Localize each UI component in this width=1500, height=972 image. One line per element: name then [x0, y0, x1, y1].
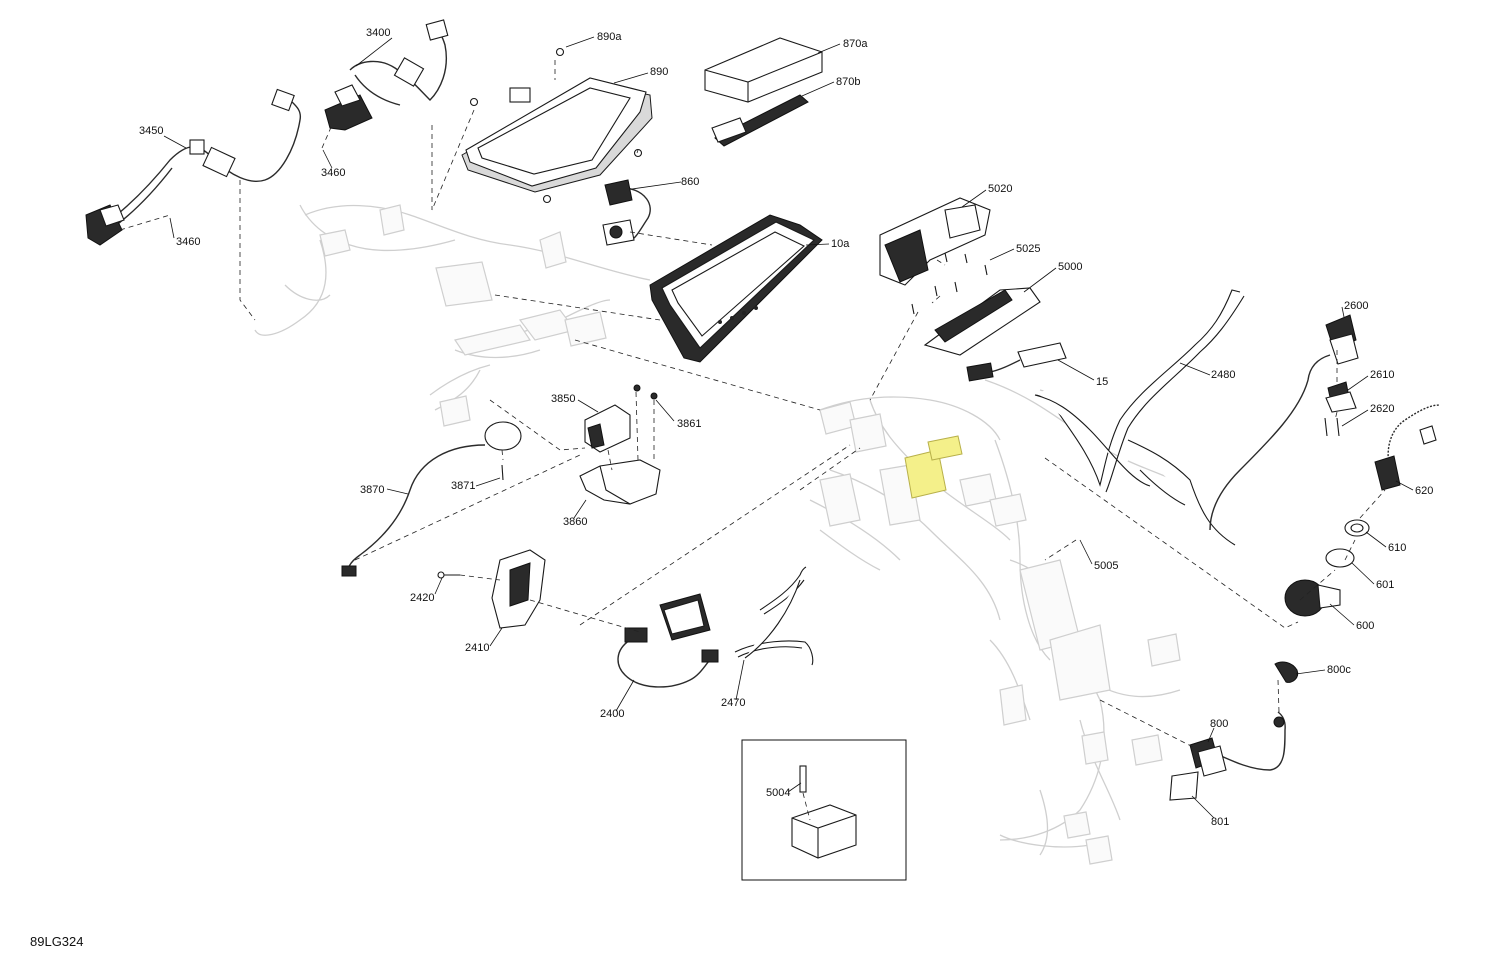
callout-10a: 10a [831, 238, 850, 250]
part-3850-relay [584, 404, 631, 453]
part-3861-screws [633, 384, 658, 400]
callout-870b: 870b [836, 76, 860, 88]
part-2620-screws [1324, 417, 1340, 437]
part-15-tag [966, 342, 1067, 382]
callout-2400: 2400 [600, 708, 624, 720]
callout-801: 801 [1211, 816, 1229, 828]
callout-2410: 2410 [465, 642, 489, 654]
part-2470-hose [734, 566, 814, 666]
part-2610-bracket [1325, 381, 1357, 413]
callout-2470: 2470 [721, 697, 745, 709]
part-5025-screws [911, 252, 988, 315]
callout-2420: 2420 [410, 592, 434, 604]
highlighted-harness-module [904, 435, 963, 499]
callout-3871: 3871 [451, 480, 475, 492]
part-5000-module [923, 287, 1041, 356]
part-3871-screw [501, 464, 504, 481]
callout-860: 860 [681, 176, 699, 188]
part-890-module [461, 47, 653, 204]
callout-800c: 800c [1327, 664, 1351, 676]
part-600-key-switch [1284, 579, 1341, 617]
callout-800: 800 [1210, 718, 1228, 730]
part-860-socket [602, 179, 651, 246]
callout-3870: 3870 [360, 484, 384, 496]
callout-890: 890 [650, 66, 668, 78]
callout-600: 600 [1356, 620, 1374, 632]
part-3870-sensor [341, 421, 522, 577]
part-2480-harness [1034, 289, 1245, 546]
callout-870a: 870a [843, 38, 868, 50]
callout-3460-upper: 3460 [321, 167, 345, 179]
inset-frame [741, 739, 907, 881]
callout-2480: 2480 [1211, 369, 1235, 381]
part-2410-cover [491, 549, 546, 629]
callout-3860: 3860 [563, 516, 587, 528]
part-5004-pin [799, 765, 807, 793]
callout-5004: 5004 [766, 787, 790, 799]
part-2420-screw [437, 571, 460, 579]
part-10a-display [649, 214, 823, 363]
callout-890a: 890a [597, 31, 622, 43]
part-2400-switch-housing [617, 593, 719, 688]
callout-5000: 5000 [1058, 261, 1082, 273]
part-870b-tool [711, 94, 809, 147]
callout-5005: 5005 [1094, 560, 1118, 572]
part-800-harness [1189, 711, 1286, 777]
part-3860-bracket [579, 459, 661, 505]
callout-15: 15 [1096, 376, 1108, 388]
part-870a-block [704, 37, 823, 103]
callout-610: 610 [1388, 542, 1406, 554]
callout-5025: 5025 [1016, 243, 1040, 255]
callout-3850: 3850 [551, 393, 575, 405]
callout-601: 601 [1376, 579, 1394, 591]
callout-2600: 2600 [1344, 300, 1368, 312]
callout-2610: 2610 [1370, 369, 1394, 381]
inset-connector-housing [791, 804, 857, 859]
callout-3460-lower: 3460 [176, 236, 200, 248]
assembly-guide-lines [119, 60, 1386, 821]
diagram-code: 89LG324 [30, 934, 84, 949]
callout-5020: 5020 [988, 183, 1012, 195]
callout-leaders [163, 36, 1414, 819]
part-601-ring [1325, 548, 1355, 568]
callout-3861: 3861 [677, 418, 701, 430]
callout-labels: 3400 890a 870a 890 870b 3450 3460 3460 8… [139, 27, 1433, 828]
callout-2620: 2620 [1370, 403, 1394, 415]
part-801-seal [1169, 771, 1199, 801]
callout-3400: 3400 [366, 27, 390, 39]
callout-620: 620 [1415, 485, 1433, 497]
part-5020-cover [879, 197, 991, 286]
callout-3450: 3450 [139, 125, 163, 137]
part-3450-harness [85, 88, 302, 246]
part-610-nut [1344, 519, 1370, 537]
part-620-tether [1374, 404, 1441, 491]
part-800c-cap [1274, 661, 1299, 683]
part-3400-harness [324, 19, 449, 131]
part-2600-switch [1209, 314, 1359, 531]
